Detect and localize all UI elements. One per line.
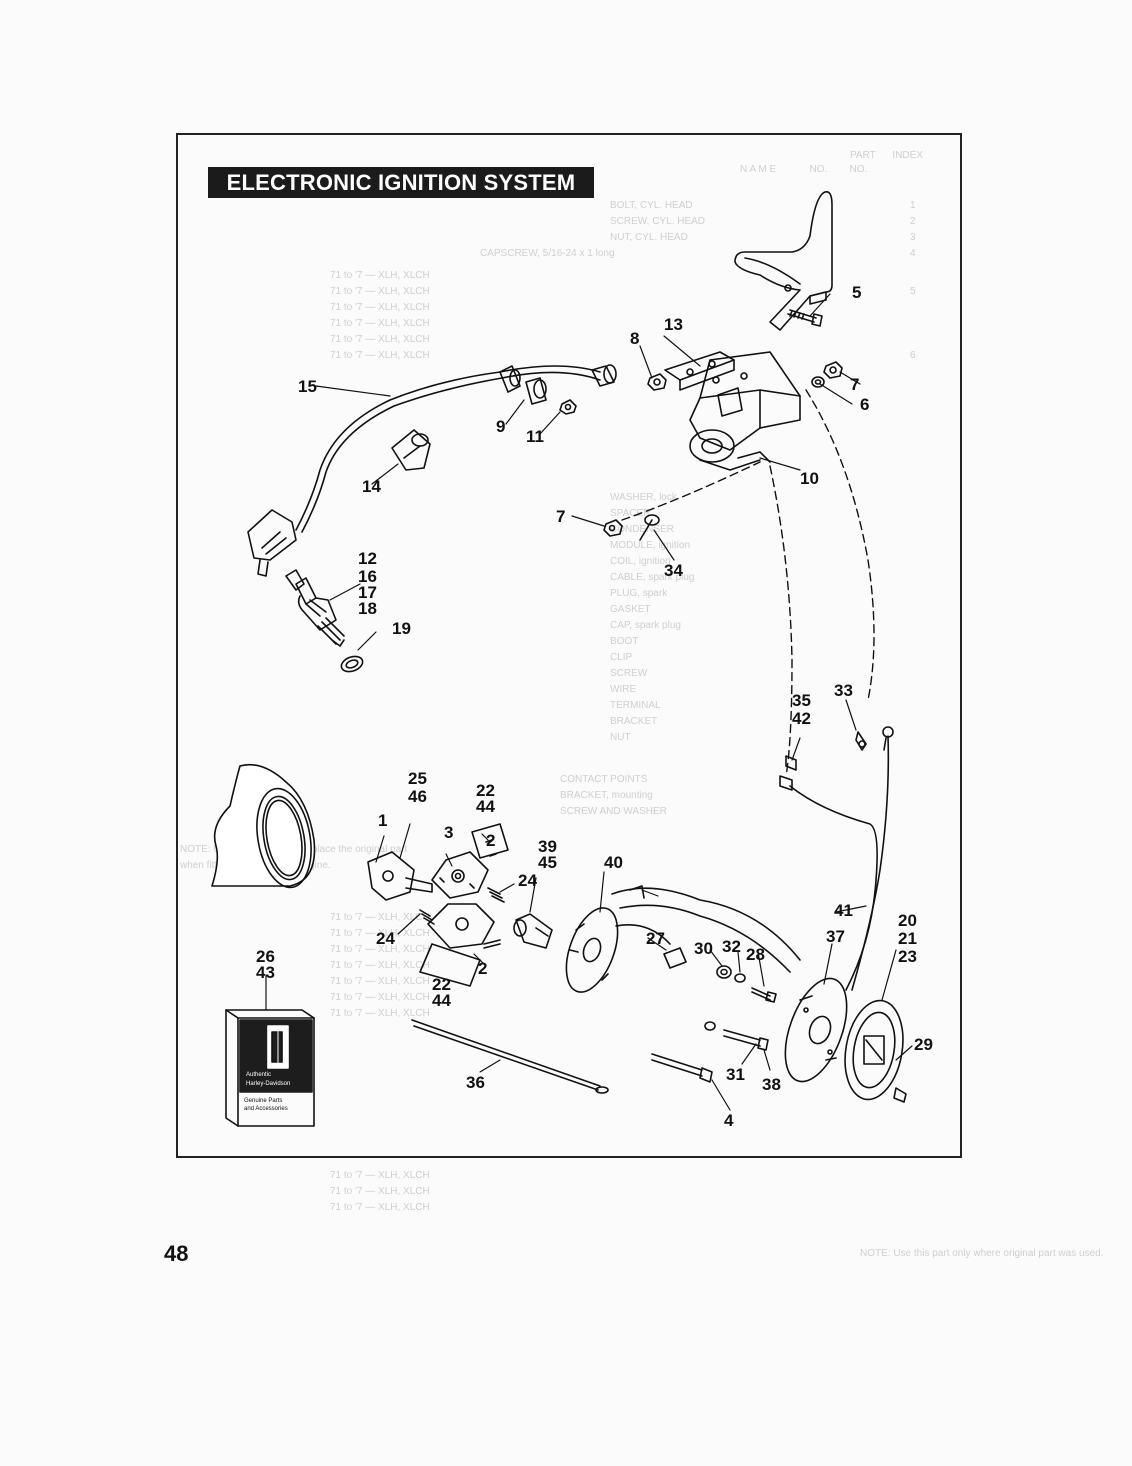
terminals-33-35-42 xyxy=(779,726,894,791)
callout-32: 32 xyxy=(722,937,741,956)
callout-22-lower: 22 xyxy=(432,975,451,994)
callout-46: 46 xyxy=(408,787,427,806)
callout-30: 30 xyxy=(694,939,713,958)
box-line-2: and Accessories xyxy=(244,1106,288,1112)
callout-19: 19 xyxy=(392,619,411,638)
callout-labels: 5 13 8 7 6 15 9 11 10 14 7 34 12 16 17 1… xyxy=(256,283,933,1130)
springs-and-pins xyxy=(419,823,509,949)
callout-7-lower: 7 xyxy=(556,507,565,526)
coil-mount-plate xyxy=(664,351,743,417)
base-plate-40 xyxy=(565,907,619,993)
callout-8: 8 xyxy=(630,329,639,348)
callout-16: 16 xyxy=(358,567,377,586)
callout-34: 34 xyxy=(664,561,683,580)
callout-14: 14 xyxy=(362,477,381,496)
leader-lines xyxy=(265,293,913,1111)
callout-7-upper: 7 xyxy=(850,375,859,394)
callout-44-upper: 44 xyxy=(476,797,495,816)
callout-24-left: 24 xyxy=(376,929,395,948)
callout-10: 10 xyxy=(800,469,819,488)
callout-24-right: 24 xyxy=(518,871,537,890)
callout-28: 28 xyxy=(746,945,765,964)
callout-1: 1 xyxy=(378,811,387,830)
callout-25: 25 xyxy=(408,769,427,788)
callout-11: 11 xyxy=(526,427,544,446)
callout-29: 29 xyxy=(914,1035,933,1054)
bolt-5 xyxy=(787,309,823,327)
rotor-1 xyxy=(367,851,433,901)
box-brand-small: Authentic xyxy=(246,1072,271,1078)
spark-plug xyxy=(285,569,345,647)
callout-45: 45 xyxy=(538,853,557,872)
gasket-19 xyxy=(340,655,364,673)
box-brand: Harley-Davidson xyxy=(246,1081,290,1087)
callout-31: 31 xyxy=(726,1065,745,1084)
spark-plug-cable xyxy=(247,364,617,577)
nut-7-washer-6-upper xyxy=(811,361,843,388)
nut-8 xyxy=(647,373,667,391)
coil-bracket xyxy=(734,190,833,331)
wire-routing-dashed xyxy=(621,389,875,777)
sleeve-39-45 xyxy=(513,913,553,949)
callout-40: 40 xyxy=(604,853,623,872)
callout-9: 9 xyxy=(496,417,505,436)
callout-44-lower: 44 xyxy=(432,991,451,1010)
callout-6: 6 xyxy=(860,395,869,414)
genuine-parts-box xyxy=(225,1009,315,1127)
callout-39: 39 xyxy=(538,837,557,856)
callout-20: 20 xyxy=(898,911,917,930)
pickup-plate-37 xyxy=(784,977,848,1083)
weight-plate-lower xyxy=(419,903,495,987)
trigger-rotor-29 xyxy=(844,999,907,1103)
callout-2-upper: 2 xyxy=(486,831,495,850)
callout-17: 17 xyxy=(358,583,377,602)
callout-18: 18 xyxy=(358,599,377,618)
callout-43: 43 xyxy=(256,963,275,982)
callout-41: 41 xyxy=(834,901,853,920)
callout-35: 35 xyxy=(792,691,811,710)
callout-42: 42 xyxy=(792,709,811,728)
callout-5: 5 xyxy=(852,283,861,302)
bolts-31-38 xyxy=(651,1021,769,1083)
callout-2-lower: 2 xyxy=(478,959,487,978)
callout-21: 21 xyxy=(898,929,917,948)
illustration-frame xyxy=(176,133,962,1158)
callout-4: 4 xyxy=(724,1111,734,1130)
terminal-34-and-nut-7-lower xyxy=(603,514,660,541)
callout-12: 12 xyxy=(358,549,377,568)
callout-26: 26 xyxy=(256,947,275,966)
rod-36 xyxy=(411,1019,609,1094)
callout-37: 37 xyxy=(826,927,845,946)
nut-11 xyxy=(559,399,577,415)
callout-22-upper: 22 xyxy=(476,781,495,800)
ignition-coil xyxy=(689,351,801,471)
callout-3: 3 xyxy=(444,823,453,842)
callout-13: 13 xyxy=(664,315,683,334)
plate-3 xyxy=(431,851,489,899)
box-line-1: Genuine Parts xyxy=(244,1098,282,1104)
callout-15: 15 xyxy=(298,377,317,396)
washers-30-32-screw-28 xyxy=(716,965,777,1003)
page-title: ELECTRONIC IGNITION SYSTEM xyxy=(208,167,594,198)
callout-33: 33 xyxy=(834,681,853,700)
callout-36: 36 xyxy=(466,1073,485,1092)
module-27 xyxy=(611,885,801,973)
callout-23: 23 xyxy=(898,947,917,966)
page-number: 48 xyxy=(164,1241,189,1266)
timer-cover xyxy=(211,763,316,889)
callout-27: 27 xyxy=(646,929,665,948)
callout-38: 38 xyxy=(762,1075,781,1094)
pickup-wires xyxy=(789,735,890,991)
